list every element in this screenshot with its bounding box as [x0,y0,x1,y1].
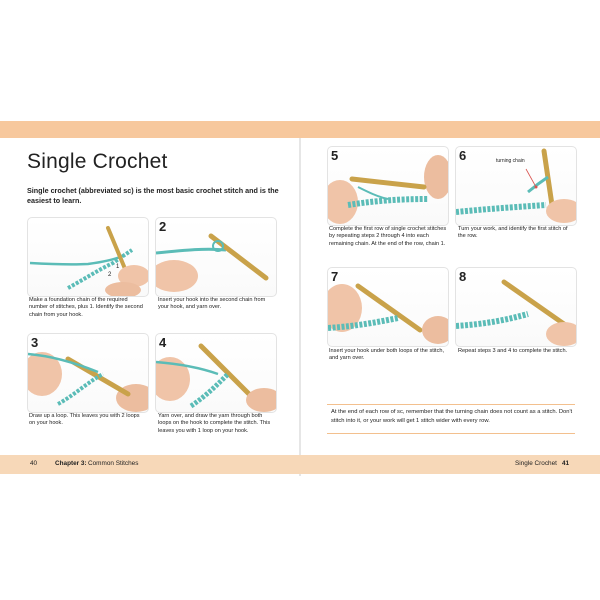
step-3-number: 3 [31,335,39,350]
step-7-illustration [328,283,448,344]
page-title: Single Crochet [27,150,168,173]
step-5-illustration [328,155,448,224]
step-3-illustration [28,352,148,412]
step-3-photo [27,333,149,413]
step-4-caption: Yarn over, and draw the yarn through bot… [158,413,271,434]
step-8-illustration [456,279,576,346]
step-7-caption: Insert your hook under both loops of the… [329,348,445,362]
step-5-number: 5 [331,148,339,163]
step-8-number: 8 [459,269,467,284]
chapter-label: Chapter 3: [55,460,87,467]
step-6-number: 6 [459,148,467,163]
step-1-illustration: 1 2 [29,226,148,296]
footer-band [0,455,600,474]
step-1-caption: Make a foundation chain of the required … [29,297,143,318]
step-2-illustration [156,233,269,292]
right-page-number: 41 [562,460,570,467]
step-1-photo: 1 2 [27,217,149,297]
step-1-label-2: 2 [108,272,112,278]
step-8-photo [455,267,577,347]
step-6-photo: turning chain [455,146,577,226]
top-color-band [0,121,600,138]
turning-chain-callout: turning chain [496,158,525,164]
page-gutter [299,138,301,476]
step-6-illustration: turning chain [456,148,576,223]
step-4-number: 4 [159,335,167,350]
tip-note: At the end of each row of sc, remember t… [327,404,575,434]
step-4-photo [155,333,277,413]
step-5-caption: Complete the first row of single crochet… [329,226,447,247]
step-7-number: 7 [331,269,339,284]
step-2-photo [155,217,277,297]
left-page-number: 40 [30,460,38,467]
step-6-caption: Turn your work, and identify the first s… [458,226,568,240]
intro-text: Single crochet (abbreviated sc) is the m… [27,186,279,205]
right-running-title: Single Crochet [515,460,557,467]
step-3-caption: Draw up a loop. This leaves you with 2 l… [29,413,140,427]
step-1-label-1: 1 [116,264,120,270]
step-5-photo [327,146,449,226]
step-4-illustration [156,343,276,412]
chapter-name: Common Stitches [88,460,139,467]
step-8-caption: Repeat steps 3 and 4 to complete the sti… [458,348,568,354]
step-7-photo [327,267,449,347]
step-2-caption: Insert your hook into the second chain f… [158,297,266,311]
step-2-number: 2 [159,219,167,234]
